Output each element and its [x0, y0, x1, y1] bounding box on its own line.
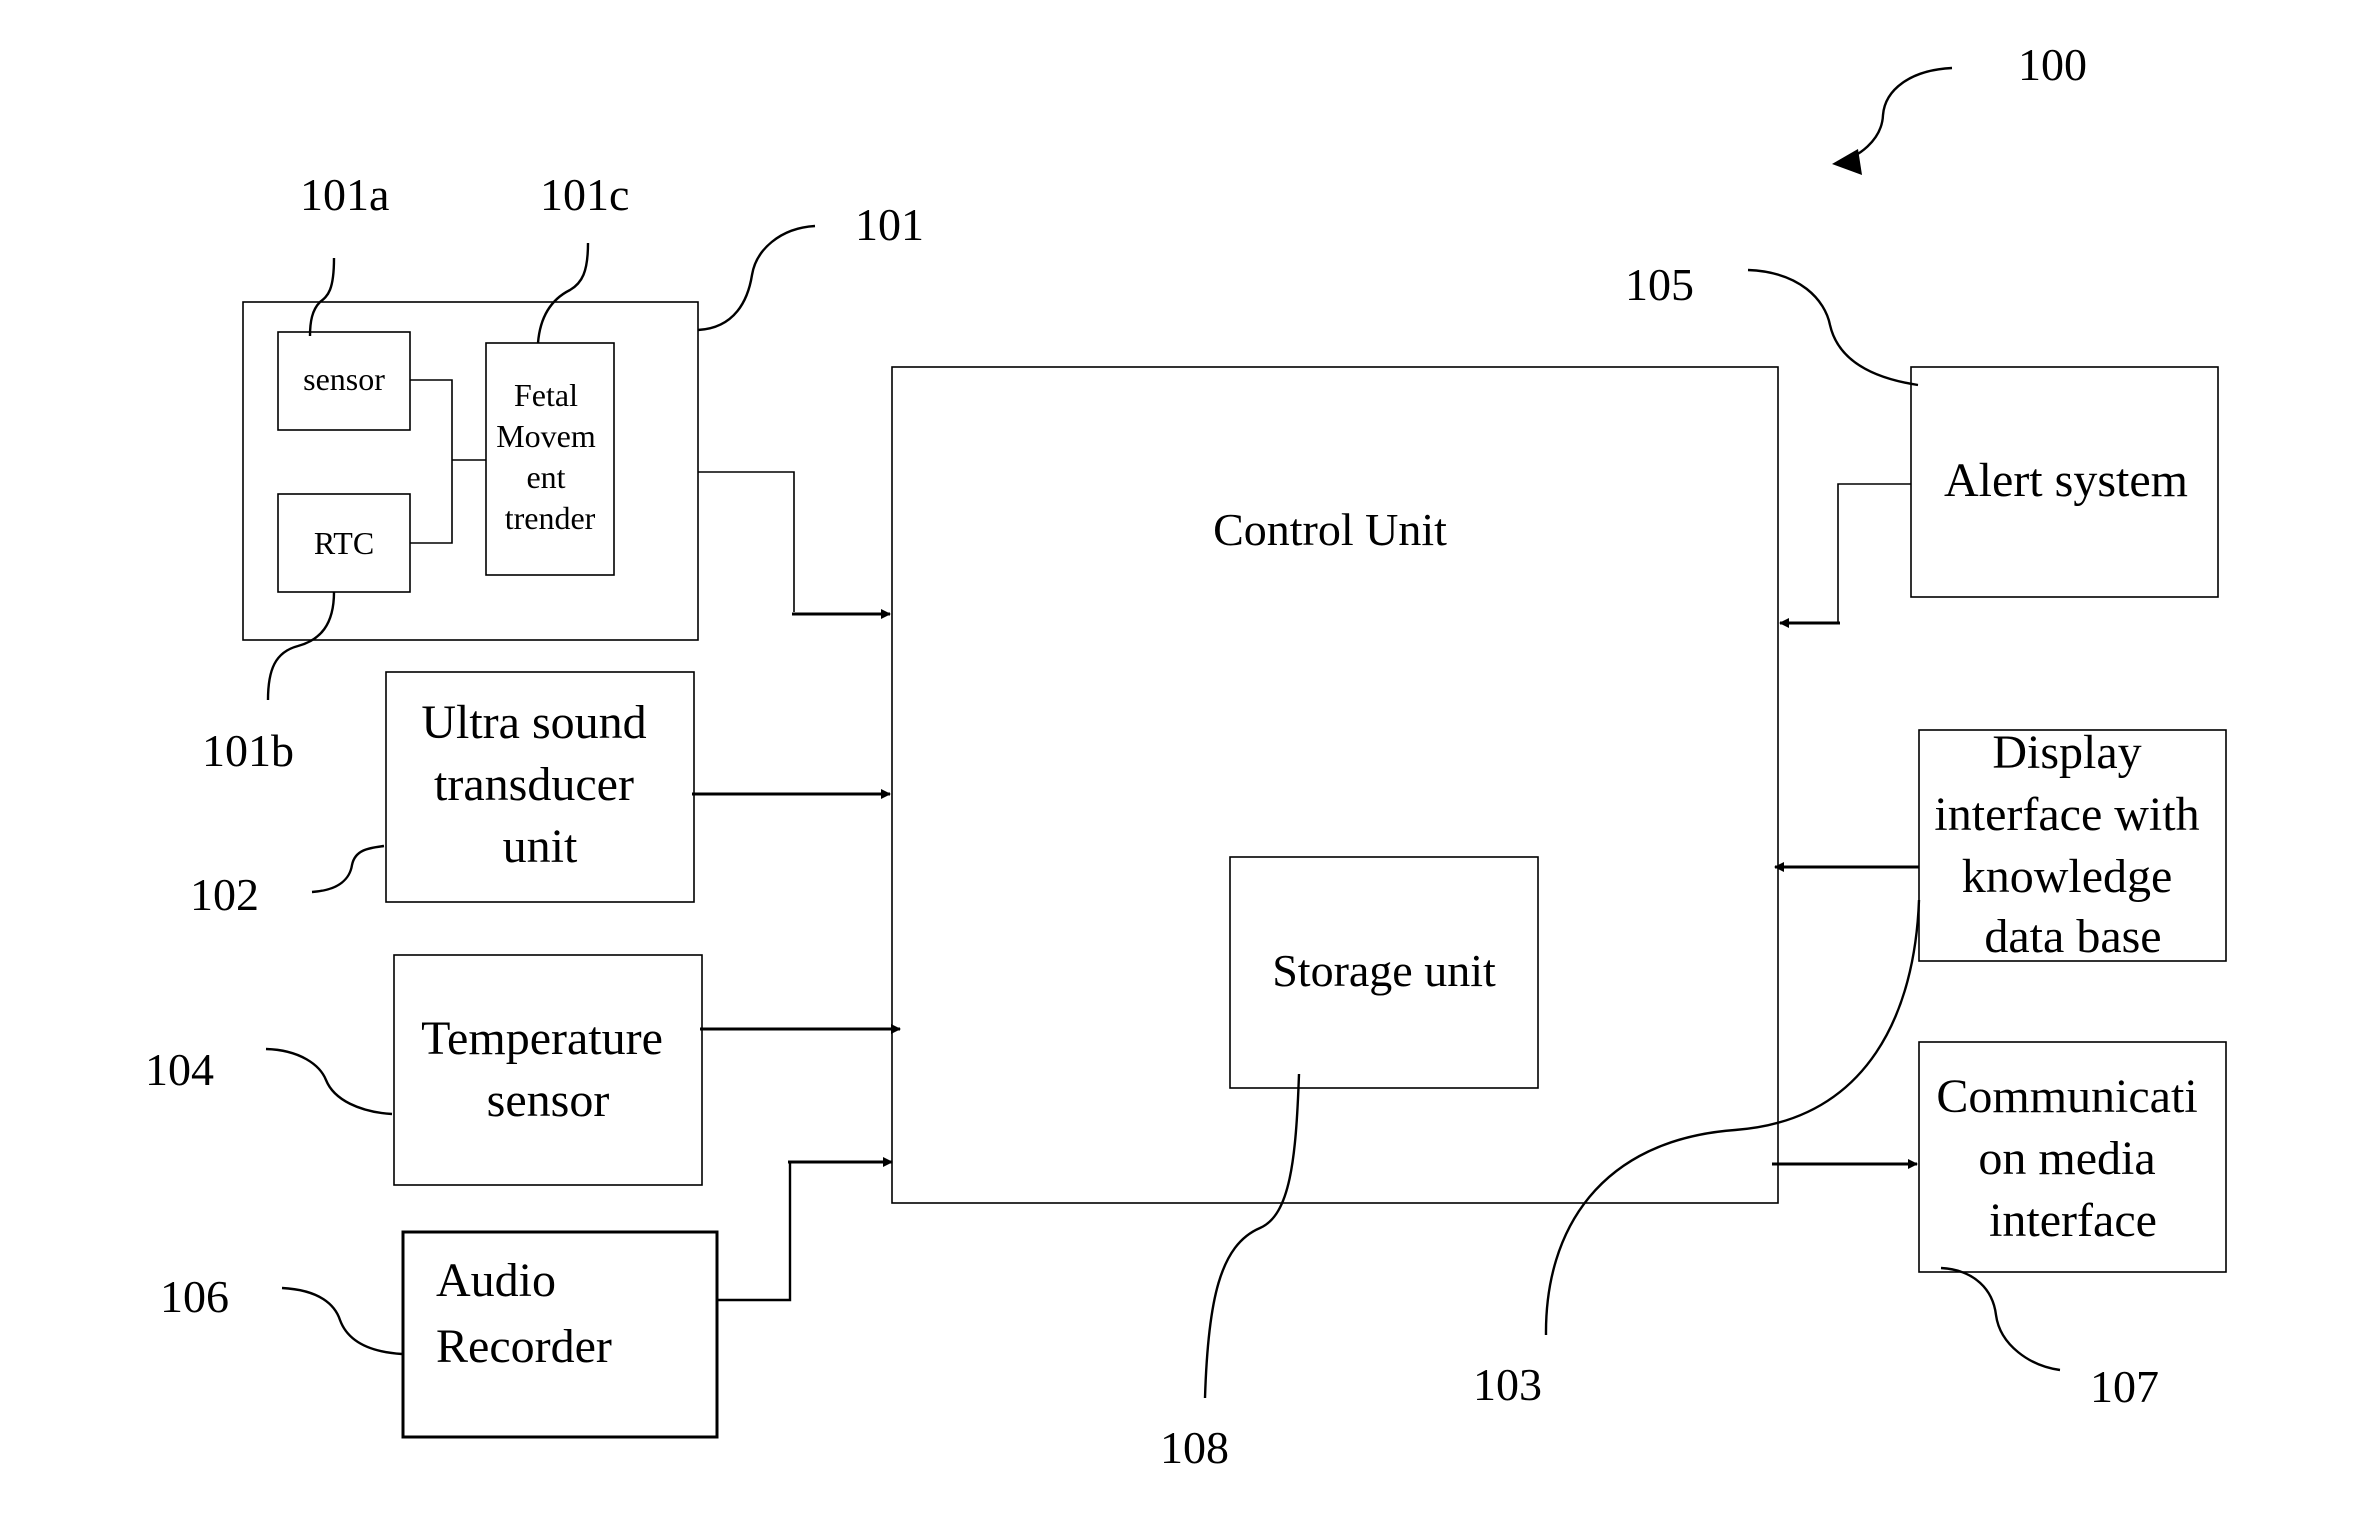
temperature-ref: 104 — [145, 1044, 214, 1095]
storage-ref: 108 — [1160, 1422, 1229, 1473]
ultrasound-label-line: unit — [503, 820, 578, 873]
display-ref: 103 — [1473, 1359, 1542, 1410]
ultrasound-leader — [312, 846, 384, 892]
display-label-line: Display — [1992, 726, 2141, 779]
temperature-label-line: sensor — [487, 1074, 610, 1127]
alert-to-control-wire — [1838, 484, 1911, 623]
ultrasound-label-line: transducer — [434, 758, 634, 811]
rtc-ref: 101b — [202, 725, 294, 776]
trender-label-line: Fetal — [514, 377, 578, 413]
communication-label-line: interface — [1989, 1194, 2157, 1247]
audio-ref: 106 — [160, 1271, 229, 1322]
trender-label-line: Movem — [496, 418, 596, 454]
display-label-line: interface with — [1934, 788, 2199, 841]
audio-label-line: Audio — [436, 1254, 556, 1307]
communication-block: Communicati on media interface 107 — [1772, 1042, 2226, 1412]
sensor-label: sensor — [303, 361, 385, 397]
temperature-label-line: Temperature — [421, 1012, 663, 1065]
audio-label-line: Recorder — [436, 1320, 612, 1373]
control-unit: Control Unit Storage unit 108 — [892, 367, 1778, 1473]
communication-leader — [1941, 1268, 2060, 1370]
ultrasound-label-line: Ultra sound — [421, 696, 646, 749]
trender-label-line: ent — [526, 459, 565, 495]
ultrasound-block: Ultra sound transducer unit 102 — [190, 672, 890, 920]
storage-label: Storage unit — [1272, 945, 1496, 996]
module-to-control-wire — [698, 472, 794, 612]
temperature-box — [394, 955, 702, 1185]
figure-ref-number: 100 — [2018, 39, 2087, 90]
display-label-line: data base — [1984, 910, 2161, 963]
temperature-block: Temperature sensor 104 — [145, 955, 900, 1185]
control-unit-label: Control Unit — [1213, 504, 1447, 555]
audio-leader — [282, 1288, 402, 1354]
alert-ref: 105 — [1625, 259, 1694, 310]
figure-reference: 100 — [1832, 39, 2087, 175]
trender-label-line: trender — [505, 500, 596, 536]
communication-label-line: Communicati — [1936, 1070, 2197, 1123]
ultrasound-ref: 102 — [190, 869, 259, 920]
sensor-ref: 101a — [300, 169, 389, 220]
alert-label: Alert system — [1944, 454, 2188, 507]
audio-to-control-wire — [717, 1162, 790, 1300]
communication-ref: 107 — [2090, 1361, 2159, 1412]
fetal-module-leader — [698, 226, 815, 330]
figure-ref-arrowhead-icon — [1832, 149, 1862, 175]
audio-block: Audio Recorder 106 — [160, 1162, 892, 1437]
rtc-label: RTC — [314, 525, 374, 561]
temperature-leader — [266, 1049, 392, 1114]
fetal-module-ref: 101 — [855, 199, 924, 250]
communication-label-line: on media — [1978, 1132, 2155, 1185]
figure-ref-leader — [1838, 68, 1952, 162]
display-label-line: knowledge — [1962, 850, 2173, 903]
trender-ref: 101c — [540, 169, 629, 220]
